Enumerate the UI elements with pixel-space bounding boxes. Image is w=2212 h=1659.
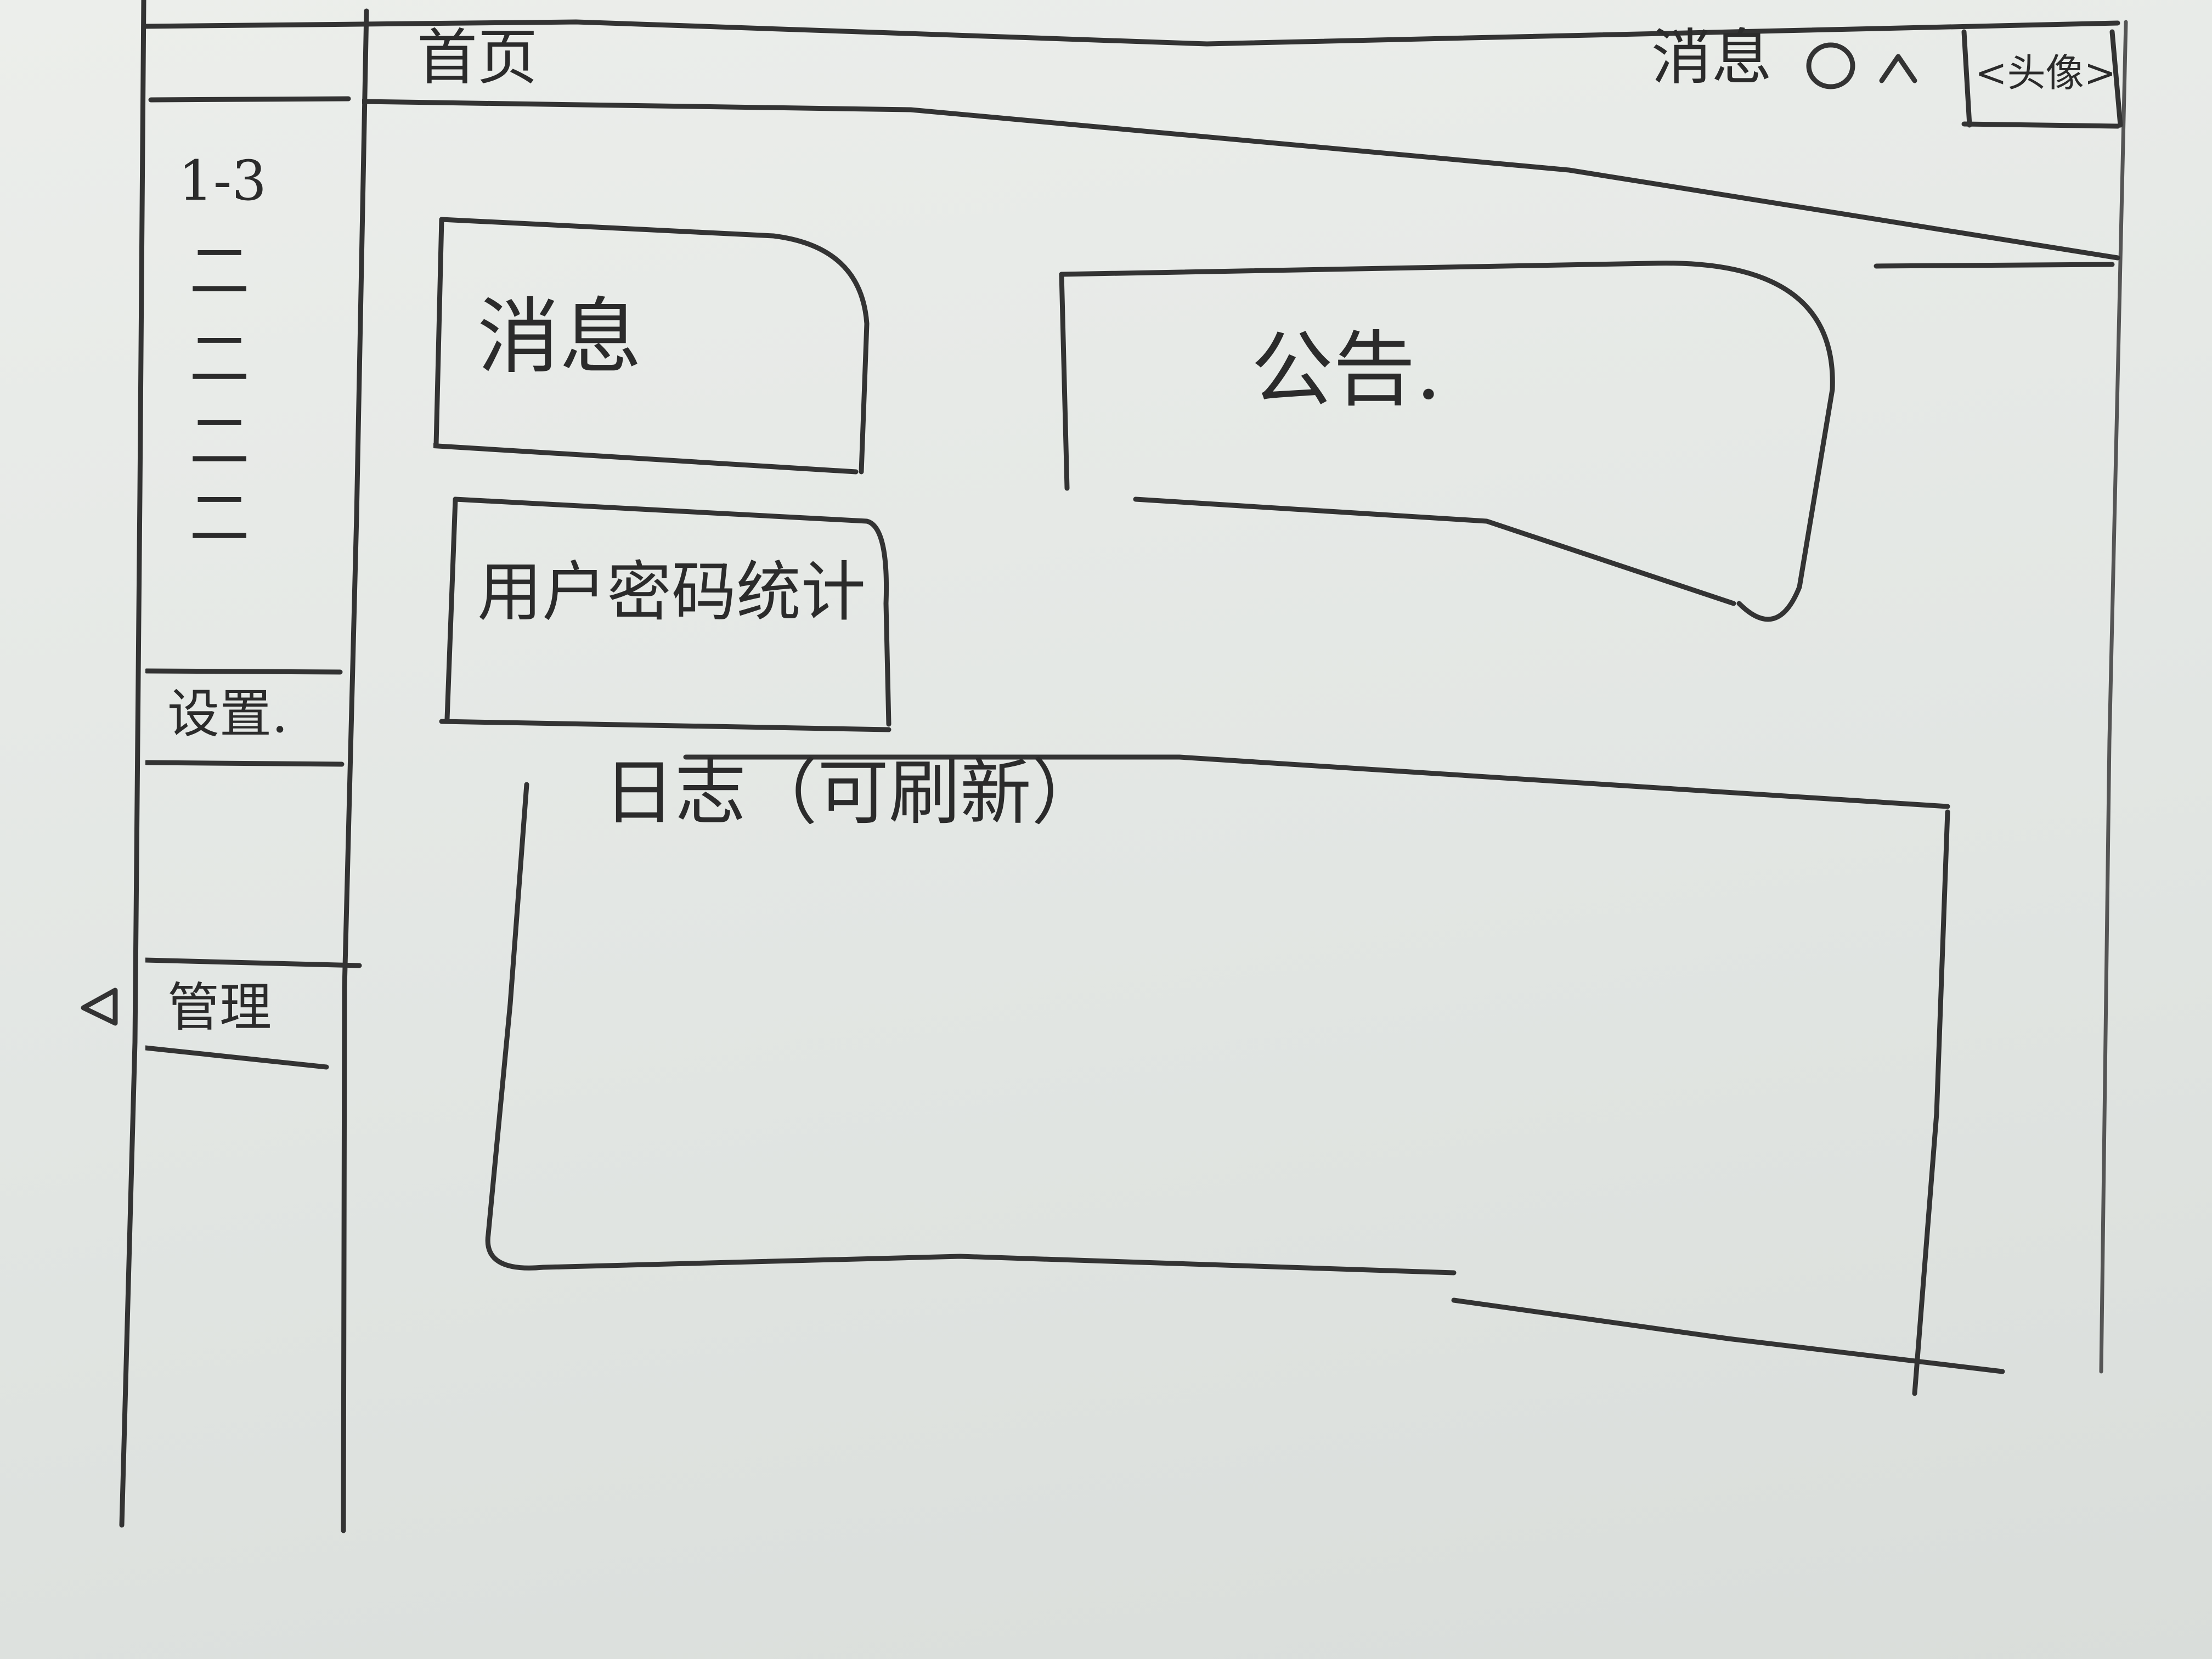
sidebar-item-settings[interactable]: 设置. — [145, 667, 345, 767]
sidebar-item-1-3[interactable]: 1-3 — [178, 154, 267, 208]
sidebar-item-3[interactable]: 二 — [189, 329, 250, 390]
sidebar-item-settings-label: 设置. — [167, 684, 289, 744]
message-card-title: 消息 — [477, 290, 642, 385]
messages-link[interactable]: 消息 — [1651, 27, 1772, 88]
triangle-left-icon[interactable] — [77, 985, 121, 1029]
sidebar-item-label: 二 — [189, 407, 250, 477]
sidebar-item-management-label: 管理 — [167, 978, 272, 1038]
notice-card-title: 公告. — [1251, 323, 1442, 418]
sidebar-item-management[interactable]: 管理 — [145, 955, 362, 1070]
message-card[interactable]: 消息 — [433, 214, 872, 477]
circle-icon[interactable] — [1802, 38, 1863, 93]
log-panel-title: 日志（可刷新） — [603, 751, 1103, 834]
sidebar-item-4[interactable]: 二 — [189, 411, 250, 472]
log-panel[interactable]: 日志（可刷新） — [466, 730, 2005, 1410]
sidebar-item-2[interactable]: 二 — [189, 241, 250, 302]
notice-card[interactable]: 公告. — [1048, 247, 1843, 631]
avatar[interactable]: <头像> — [1953, 21, 2123, 129]
user-stats-card[interactable]: 用户密码统计 — [439, 494, 900, 732]
page-title: 首页 — [417, 22, 538, 93]
sidebar: 1-3 二 二 二 二 设置. 管理 — [145, 93, 362, 1081]
sidebar-item-5[interactable]: 二 — [189, 488, 250, 549]
avatar-label: <头像> — [1975, 50, 2117, 95]
user-stats-card-title: 用户密码统计 — [477, 554, 866, 630]
caret-up-icon[interactable] — [1876, 47, 1920, 91]
sidebar-item-label: 二 — [189, 483, 250, 554]
messages-label: 消息 — [1651, 22, 1772, 93]
sidebar-item-label: 1-3 — [178, 149, 267, 213]
sidebar-item-label: 二 — [189, 236, 250, 307]
header: 首页 消息 <头像> — [362, 11, 2134, 274]
sidebar-item-label: 二 — [189, 324, 250, 394]
